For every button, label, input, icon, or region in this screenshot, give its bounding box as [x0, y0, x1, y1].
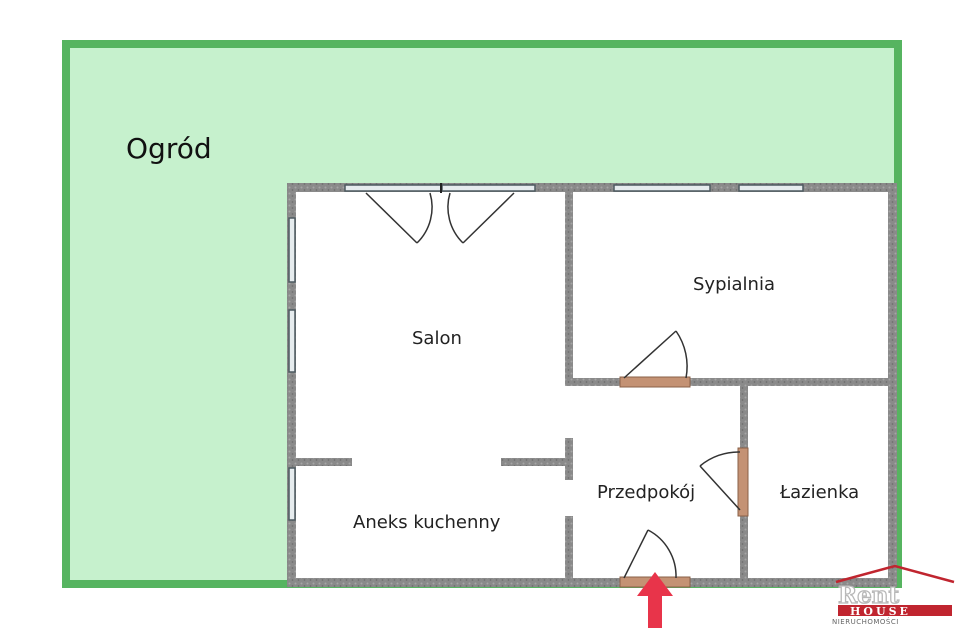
logo-word-rent: Rent [838, 582, 899, 609]
bathroom-door [737, 447, 749, 517]
salon-label: Salon [412, 328, 462, 349]
hallway-label: Przedpokój [597, 482, 695, 503]
garden-label: Ogród [126, 132, 212, 165]
entrance-door-swing [623, 529, 677, 579]
bathroom-door-swing [699, 451, 741, 511]
logo-house-band [838, 605, 952, 616]
windows [288, 184, 804, 521]
bathroom-label: Łazienka [779, 482, 859, 503]
kitchen-label: Aneks kuchenny [353, 512, 501, 533]
terrace-door-left [365, 192, 433, 244]
bedroom-door-swing [623, 330, 688, 379]
entrance-arrow-icon [637, 572, 673, 628]
bedroom-door [619, 376, 691, 388]
rent-house-logo: Rent HOUSE NIERUCHOMOŚCI [832, 564, 955, 626]
logo-tagline: NIERUCHOMOŚCI [832, 617, 899, 626]
bedroom-label: Sypialnia [693, 274, 775, 295]
terrace-door-right [447, 192, 515, 244]
logo-roof-icon [835, 564, 955, 584]
logo-word-house: HOUSE [850, 605, 911, 618]
